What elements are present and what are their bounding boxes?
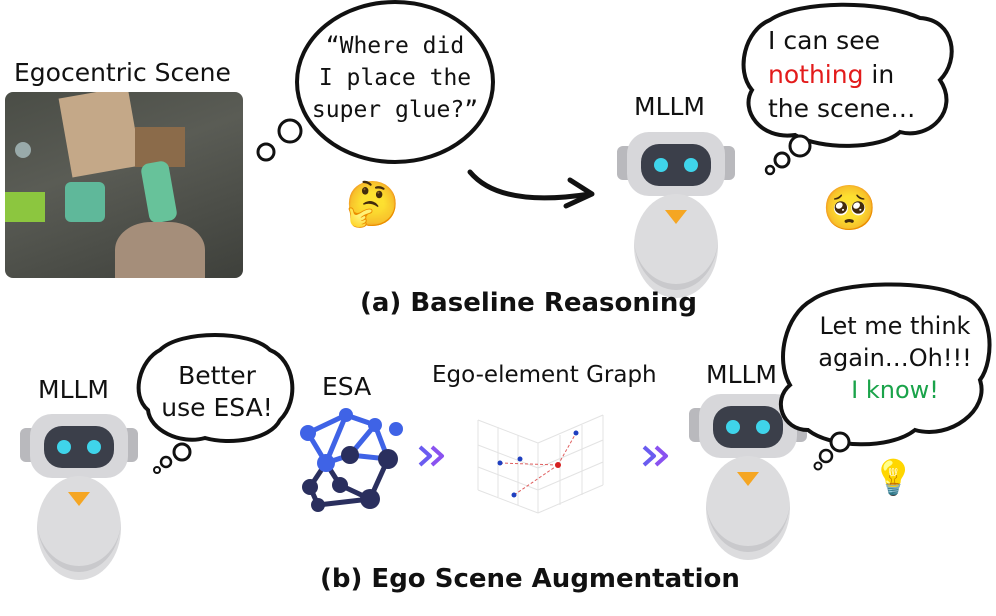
light-bulb-emoji: 💡 — [872, 458, 915, 498]
question-line-3: super glue?” — [311, 97, 479, 123]
answer-line-1: I can see — [768, 26, 880, 55]
answer-line-2: nothing in — [768, 58, 928, 92]
mllm-label-bottom-left: MLLM — [38, 375, 109, 404]
suggest-line-1: Better — [178, 361, 256, 390]
realize-text: Let me think again…Oh!!! I know! — [805, 310, 985, 406]
scene-label: Egocentric Scene — [14, 58, 231, 87]
realize-line-1: Let me think — [819, 312, 971, 340]
suggest-line-2: use ESA! — [161, 393, 273, 422]
sad-face-emoji: 🥺 — [822, 183, 877, 234]
chevron-right-icon-2 — [642, 445, 668, 467]
question-line-1: “Where did — [325, 33, 465, 59]
thinking-face-emoji: 🤔 — [345, 179, 400, 230]
robot-icon-bottom-left — [20, 414, 138, 580]
realize-positive: I know! — [851, 376, 939, 404]
answer-negative-word: nothing — [768, 60, 864, 89]
answer-line-2-rest: in — [863, 60, 895, 89]
realize-line-2: again…Oh!!! — [818, 344, 972, 372]
robot-icon-top — [617, 132, 735, 298]
suggest-text: Better use ESA! — [142, 360, 292, 424]
chevron-right-icon-1 — [418, 445, 444, 467]
esa-network-icon — [300, 408, 403, 512]
answer-text: I can see nothing in the scene… — [768, 24, 928, 126]
mllm-label-top: MLLM — [634, 92, 705, 121]
mllm-label-bottom-right: MLLM — [706, 360, 777, 389]
question-text: “Where did I place the super glue?” — [305, 30, 485, 126]
question-line-2: I place the — [318, 65, 472, 91]
graph-label: Ego-element Graph — [432, 362, 657, 388]
egocentric-scene-image — [5, 92, 243, 278]
answer-line-3: the scene… — [768, 94, 916, 123]
robot-icon-bottom-right — [689, 394, 807, 560]
caption-baseline: (a) Baseline Reasoning — [360, 288, 697, 318]
ego-element-graph-image — [458, 395, 618, 535]
esa-label: ESA — [322, 372, 372, 401]
caption-augmentation: (b) Ego Scene Augmentation — [320, 564, 740, 594]
